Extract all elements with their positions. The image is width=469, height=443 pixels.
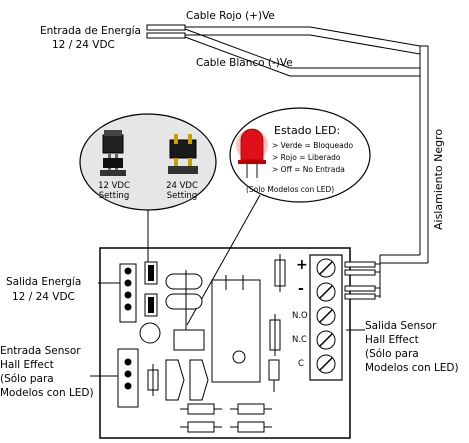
sensor-output-line4: Modelos con LED) — [365, 362, 459, 374]
sensor-output-line2: Hall Effect — [365, 334, 419, 346]
sensor-input-line2: Hall Effect — [0, 359, 54, 371]
terminal-block — [309, 254, 365, 381]
led-note: (Solo Modelos con LED) — [246, 185, 335, 194]
input-cable-connectors — [146, 24, 421, 77]
terminal-minus: - — [298, 281, 304, 297]
jumper-24vdc-line2: Setting — [166, 191, 198, 201]
terminal-nc: N.C — [292, 335, 307, 345]
jumper-12vdc-label: 12 VDC Setting — [96, 181, 132, 201]
sensor-output-line1: Salida Sensor — [365, 320, 437, 332]
power-out-connector — [98, 261, 158, 323]
led-graphic — [236, 128, 268, 178]
sensor-input-line1: Entrada Sensor — [0, 345, 81, 357]
jumper-12vdc-line1: 12 VDC — [98, 181, 130, 191]
led-line-red: > Rojo = Liberado — [272, 153, 341, 162]
shield-label: Aislamiento Negro — [432, 128, 445, 230]
terminal-c: C — [298, 359, 304, 369]
terminal-plus: + — [296, 257, 308, 273]
diodes — [165, 359, 209, 401]
jumper-12vdc-graphic — [100, 130, 126, 176]
power-output-title: Salida Energía — [6, 276, 82, 288]
led-title: Estado LED: — [274, 124, 341, 137]
jumper-24vdc-line1: 24 VDC — [166, 181, 198, 191]
sensor-output-line3: (Sólo para — [365, 348, 419, 360]
relay — [211, 275, 261, 383]
board-hole — [139, 322, 161, 344]
capacitors — [165, 270, 203, 330]
sensor-in-connector — [90, 348, 159, 408]
sensor-input-line3: (Sólo para — [0, 373, 54, 385]
white-wire-label: Cable Blanco (-)Ve — [196, 57, 293, 69]
power-input-title: Entrada de Energía — [40, 25, 141, 37]
jumper-12vdc-line2: Setting — [98, 191, 130, 201]
led-line-green: > Verde = Bloqueado — [272, 141, 354, 150]
board-component — [173, 329, 205, 351]
red-wire-label: Cable Rojo (+)Ve — [186, 10, 275, 22]
terminal-no: N.O — [292, 311, 308, 321]
power-output-voltage: 12 / 24 VDC — [12, 291, 75, 303]
power-input-voltage: 12 / 24 VDC — [52, 39, 115, 51]
led-line-off: > Off = No Entrada — [272, 165, 345, 174]
sensor-input-line4: Modelos con LED) — [0, 387, 94, 399]
resistors — [180, 359, 280, 433]
jumper-24vdc-label: 24 VDC Setting — [162, 181, 202, 201]
terminal-side-components — [269, 254, 286, 356]
cable-to-terminals — [344, 45, 429, 300]
jumper-24vdc-graphic — [168, 134, 198, 174]
